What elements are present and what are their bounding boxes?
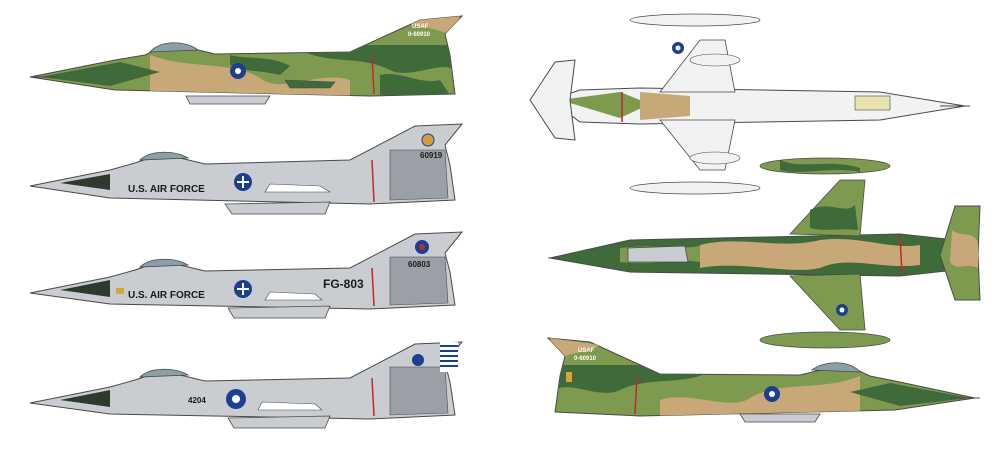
p2-tail-number: 60919 bbox=[420, 151, 443, 160]
p1-tail-number: 0-60910 bbox=[408, 32, 431, 38]
p1-tail-text: USAF bbox=[412, 24, 429, 30]
br-tail-text: USAF bbox=[578, 348, 595, 354]
planform-camo bbox=[548, 157, 981, 349]
profile-camouflage: USAF 0-60910 bbox=[29, 15, 464, 105]
profile-natural-metal-1: U.S. AIR FORCE 60919 bbox=[29, 123, 464, 215]
rudder-stripes bbox=[440, 342, 458, 372]
br-tail-number: 0-60910 bbox=[574, 356, 597, 362]
p3-fuselage-text: U.S. AIR FORCE bbox=[128, 290, 205, 301]
profile-natural-metal-2: U.S. AIR FORCE FG-803 60803 bbox=[29, 231, 464, 319]
planform-top bbox=[529, 13, 970, 195]
profile-camouflage-mirrored: USAF 0-60910 bbox=[546, 337, 980, 423]
p2-fuselage-text: U.S. AIR FORCE bbox=[128, 184, 205, 195]
profile-rocaf-metal: 4204 bbox=[29, 341, 464, 429]
p4-fuselage-number: 4204 bbox=[188, 396, 206, 405]
p3-tail-number: 60803 bbox=[408, 260, 431, 269]
p3-buzz-number: FG-803 bbox=[323, 277, 364, 291]
